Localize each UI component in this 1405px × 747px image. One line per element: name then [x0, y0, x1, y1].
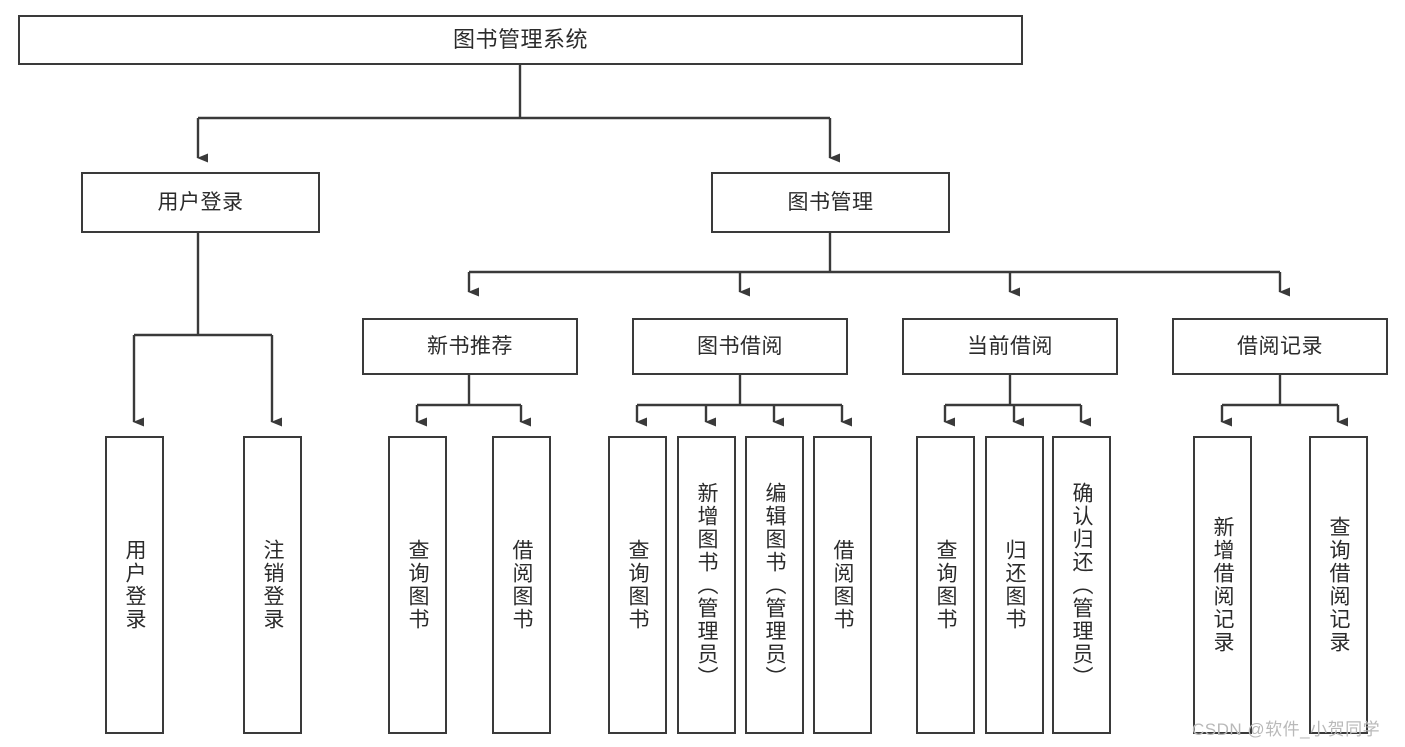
node-label: 确认归还（管理员） [1070, 481, 1093, 689]
node-borrow-records[interactable]: 借阅记录 [1172, 318, 1388, 375]
leaf-search-borrow-record[interactable]: 查询借阅记录 [1309, 436, 1368, 734]
node-new-book-recommend[interactable]: 新书推荐 [362, 318, 578, 375]
leaf-logout[interactable]: 注销登录 [243, 436, 302, 734]
leaf-search-book-current[interactable]: 查询图书 [916, 436, 975, 734]
leaf-edit-book-admin[interactable]: 编辑图书（管理员） [745, 436, 804, 734]
node-user-login[interactable]: 用户登录 [81, 172, 320, 233]
node-label: 新书推荐 [427, 334, 513, 358]
node-label: 查询图书 [934, 539, 957, 631]
node-label: 图书管理系统 [452, 26, 588, 52]
node-book-borrow[interactable]: 图书借阅 [632, 318, 848, 375]
node-label: 注销登录 [261, 539, 284, 631]
node-label: 编辑图书（管理员） [763, 481, 786, 689]
node-label: 查询借阅记录 [1327, 516, 1350, 654]
node-label: 用户登录 [123, 539, 146, 631]
leaf-add-borrow-record[interactable]: 新增借阅记录 [1193, 436, 1252, 734]
node-label: 图书借阅 [697, 334, 783, 358]
node-current-borrow[interactable]: 当前借阅 [902, 318, 1118, 375]
node-label: 借阅图书 [831, 539, 854, 631]
leaf-search-book-newbook[interactable]: 查询图书 [388, 436, 447, 734]
node-label: 查询图书 [626, 539, 649, 631]
leaf-return-book[interactable]: 归还图书 [985, 436, 1044, 734]
node-label: 借阅记录 [1237, 334, 1323, 358]
node-label: 新增借阅记录 [1211, 516, 1234, 654]
leaf-user-login[interactable]: 用户登录 [105, 436, 164, 734]
node-label: 归还图书 [1003, 539, 1026, 631]
node-book-management-system[interactable]: 图书管理系统 [18, 15, 1023, 65]
leaf-borrow-book-newbook[interactable]: 借阅图书 [492, 436, 551, 734]
node-label: 用户登录 [157, 190, 244, 214]
node-label: 新增图书（管理员） [695, 481, 718, 689]
leaf-search-book-borrow[interactable]: 查询图书 [608, 436, 667, 734]
node-book-management[interactable]: 图书管理 [711, 172, 950, 233]
leaf-confirm-return-admin[interactable]: 确认归还（管理员） [1052, 436, 1111, 734]
node-label: 查询图书 [406, 539, 429, 631]
node-label: 当前借阅 [967, 334, 1053, 358]
node-label: 图书管理 [787, 190, 874, 214]
node-label: 借阅图书 [510, 539, 533, 631]
leaf-borrow-book[interactable]: 借阅图书 [813, 436, 872, 734]
leaf-add-book-admin[interactable]: 新增图书（管理员） [677, 436, 736, 734]
